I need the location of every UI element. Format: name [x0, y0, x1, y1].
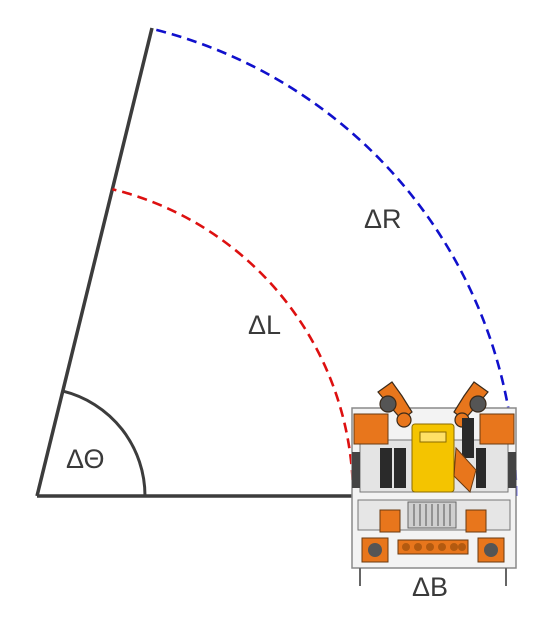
angle-arc [62, 389, 147, 497]
robot-icon [351, 381, 517, 586]
rotated-arm [35, 27, 154, 497]
delta-theta-label: ΔΘ [66, 444, 105, 474]
delta-b-label: ΔB [412, 572, 449, 602]
left-wheel-arc [112, 187, 355, 497]
delta-r-label: ΔR [364, 204, 402, 234]
delta-l-label: ΔL [248, 310, 282, 340]
